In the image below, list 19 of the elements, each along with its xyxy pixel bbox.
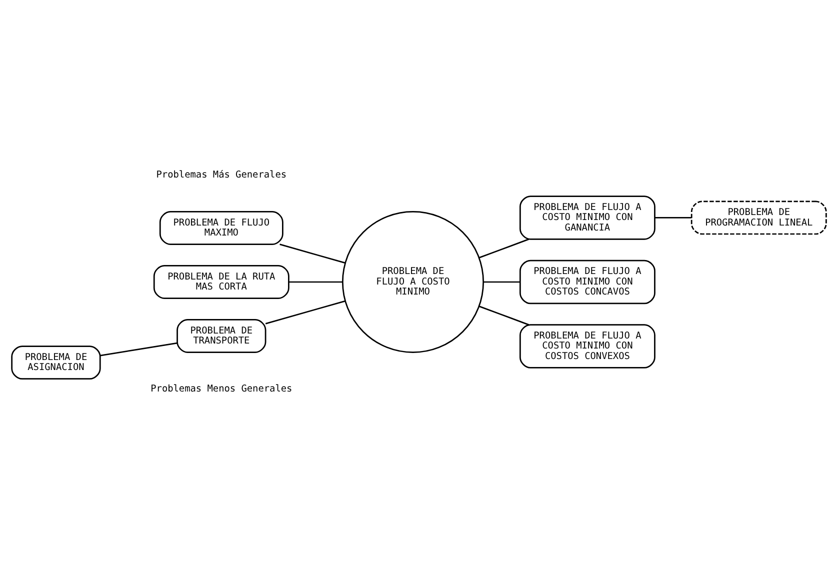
node-box: PROBLEMA DE LA RUTA MAS CORTA: [153, 265, 290, 299]
connector: [654, 217, 692, 218]
node-box: PROBLEMA DE TRANSPORTE: [176, 319, 266, 353]
label: Problemas Más Generales: [156, 169, 287, 180]
node-box: PROBLEMA DE FLUJO A COSTO MINIMO CON COSTOS CONCAVOS: [519, 260, 656, 304]
connector: [100, 342, 178, 356]
node-box: PROBLEMA DE ASIGNACION: [11, 346, 101, 380]
node-box: PROBLEMA DE FLUJO MAXIMO: [159, 211, 284, 245]
connector: [265, 300, 346, 324]
connector: [478, 238, 530, 258]
connector: [280, 244, 346, 264]
node-box: PROBLEMA DE FLUJO A COSTO MINIMO CON COSTOS CONVEXOS: [519, 324, 656, 368]
node-box: PROBLEMA DE PROGRAMACION LINEAL: [690, 200, 827, 235]
node-box: PROBLEMA DE FLUJO A COSTO MINIMO CON GANANCIA: [519, 196, 656, 240]
connector: [478, 306, 530, 326]
node-circle: PROBLEMA DE FLUJO A COSTO MINIMO: [342, 210, 484, 354]
label: Problemas Menos Generales: [150, 384, 292, 395]
connector: [288, 281, 342, 283]
connector: [483, 281, 520, 283]
